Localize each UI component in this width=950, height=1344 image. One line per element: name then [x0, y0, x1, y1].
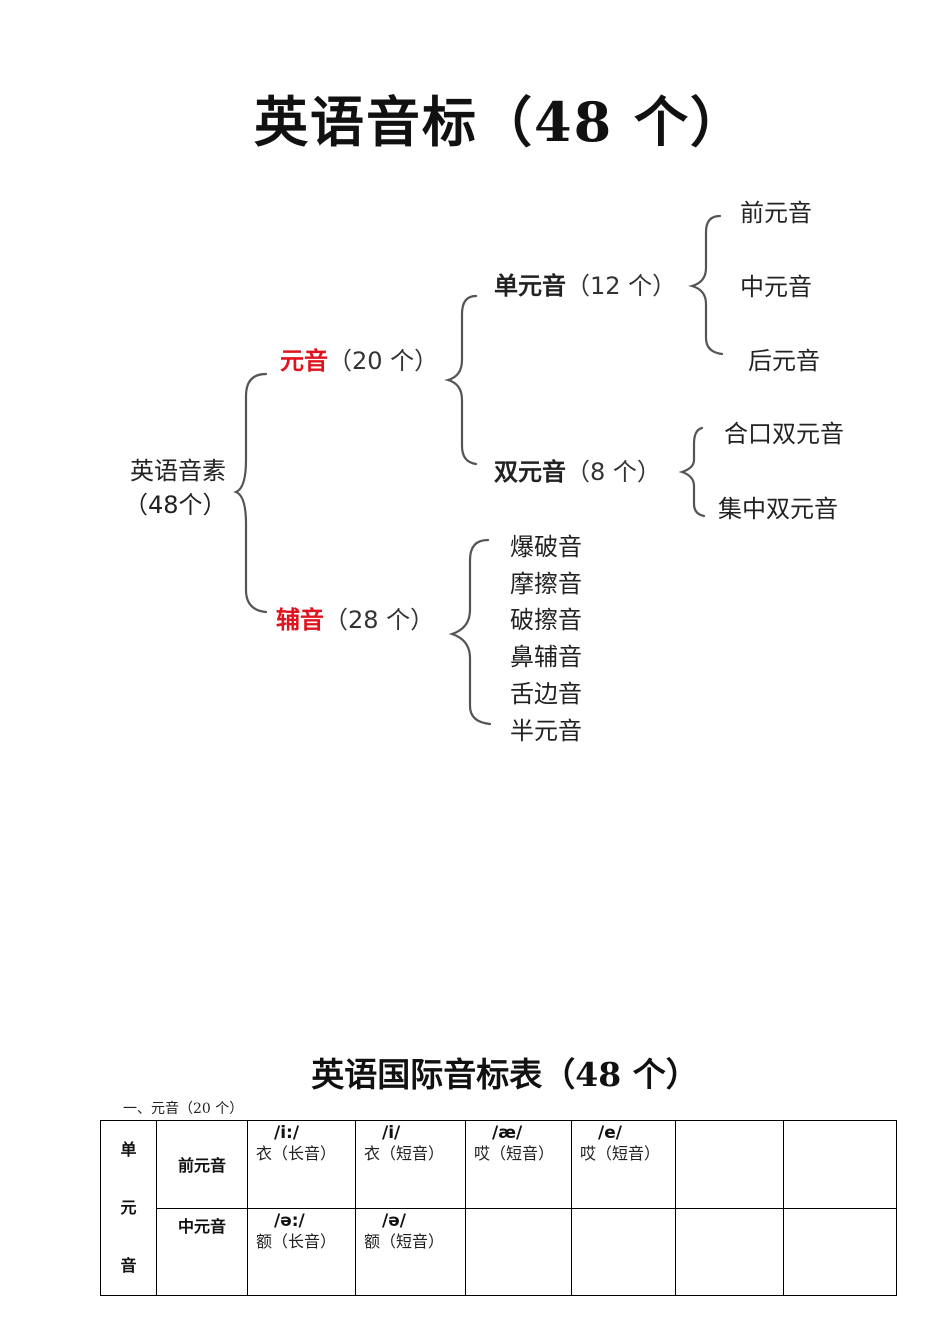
category-cell: 前元音 — [156, 1120, 248, 1209]
consonant-node: 辅音（28 个） — [276, 605, 434, 635]
closing-diphthong-label: 合口双元音 — [724, 420, 844, 448]
vowel-node: 元音（20 个） — [280, 346, 438, 376]
root-brace — [233, 372, 268, 614]
vowel-label: 元音 — [280, 347, 328, 375]
table-title: 英语国际音标表（48 个） — [311, 1055, 699, 1094]
empty-cell — [571, 1207, 676, 1296]
lateral-label: 舌边音 — [510, 680, 582, 708]
phoneme-cell: /i:/衣（长音） — [247, 1120, 356, 1209]
group-char: 元 — [120, 1198, 137, 1217]
phoneme-cell: /ə:/额（长音） — [247, 1207, 356, 1296]
phoneme-desc: 哎（短音） — [580, 1144, 661, 1163]
fricative-label: 摩擦音 — [510, 570, 582, 598]
phonetic-table: 单 元 音 前元音 /i:/衣（长音） /i/衣（短音） /æ/哎（短音） /e… — [100, 1120, 897, 1296]
central-vowel-label: 中元音 — [740, 273, 812, 301]
group-char: 音 — [120, 1256, 137, 1275]
monophthong-brace — [688, 214, 724, 356]
group-char: 单 — [120, 1140, 137, 1159]
semivowel-label: 半元音 — [510, 717, 582, 745]
phoneme-desc: 哎（短音） — [474, 1144, 555, 1163]
diphthong-brace — [678, 426, 706, 518]
diphthong-count: （8 个） — [566, 458, 661, 486]
empty-cell — [675, 1207, 784, 1296]
diphthong-node: 双元音（8 个） — [494, 457, 661, 487]
plosive-label: 爆破音 — [510, 533, 582, 561]
phoneme-cell: /i/衣（短音） — [355, 1120, 466, 1209]
empty-cell — [783, 1207, 897, 1296]
table-row: 单 元 音 前元音 /i:/衣（长音） /i/衣（短音） /æ/哎（短音） /e… — [100, 1120, 897, 1296]
phoneme-symbol: /ə:/ — [274, 1210, 305, 1231]
phoneme-cell: /e/哎（短音） — [571, 1120, 676, 1209]
phoneme-tree-diagram — [233, 214, 724, 726]
table-row: 中元音 /ə:/额（长音） /ə/额（短音） — [101, 1207, 897, 1296]
phoneme-symbol: /i/ — [382, 1123, 401, 1143]
vowel-count: （20 个） — [328, 347, 439, 375]
consonant-brace — [448, 538, 492, 726]
diphthong-label: 双元音 — [494, 458, 566, 486]
phoneme-desc: 衣（短音） — [364, 1144, 445, 1163]
phoneme-cell: /ə/额（短音） — [355, 1207, 466, 1296]
root-count: （48个） — [124, 491, 227, 519]
root-label: 英语音素 — [130, 457, 226, 485]
phoneme-symbol: /ə/ — [382, 1210, 406, 1231]
section-label: 一、元音（20 个） — [123, 1101, 244, 1117]
consonant-label: 辅音 — [276, 606, 324, 634]
page-title: 英语音标（48 个） — [254, 90, 746, 154]
empty-cell — [465, 1207, 572, 1296]
phoneme-symbol: /i:/ — [274, 1123, 300, 1143]
centering-diphthong-label: 集中双元音 — [718, 495, 838, 523]
affricate-label: 破擦音 — [510, 606, 582, 634]
monophthong-node: 单元音（12 个） — [494, 271, 676, 301]
root-node: 英语音素 （48个） — [124, 456, 227, 520]
empty-cell — [783, 1120, 897, 1209]
monophthong-group-cell: 单 元 音 — [100, 1120, 157, 1296]
monophthong-count: （12 个） — [566, 272, 677, 300]
phoneme-cell: /æ/哎（短音） — [465, 1120, 572, 1209]
empty-cell — [675, 1120, 784, 1209]
phoneme-desc: 衣（长音） — [256, 1144, 337, 1163]
phoneme-symbol: /æ/ — [492, 1123, 523, 1143]
consonant-count: （28 个） — [324, 606, 435, 634]
phoneme-desc: 额（短音） — [364, 1231, 445, 1251]
vowel-brace — [444, 294, 478, 466]
category-label: 前元音 — [177, 1156, 226, 1176]
front-vowel-label: 前元音 — [740, 199, 812, 227]
phoneme-desc: 额（长音） — [256, 1231, 337, 1251]
monophthong-label: 单元音 — [494, 272, 566, 300]
nasal-label: 鼻辅音 — [510, 643, 582, 671]
back-vowel-label: 后元音 — [748, 347, 820, 375]
category-label: 中元音 — [177, 1216, 226, 1236]
category-cell: 中元音 — [156, 1207, 248, 1296]
phoneme-symbol: /e/ — [598, 1123, 622, 1143]
